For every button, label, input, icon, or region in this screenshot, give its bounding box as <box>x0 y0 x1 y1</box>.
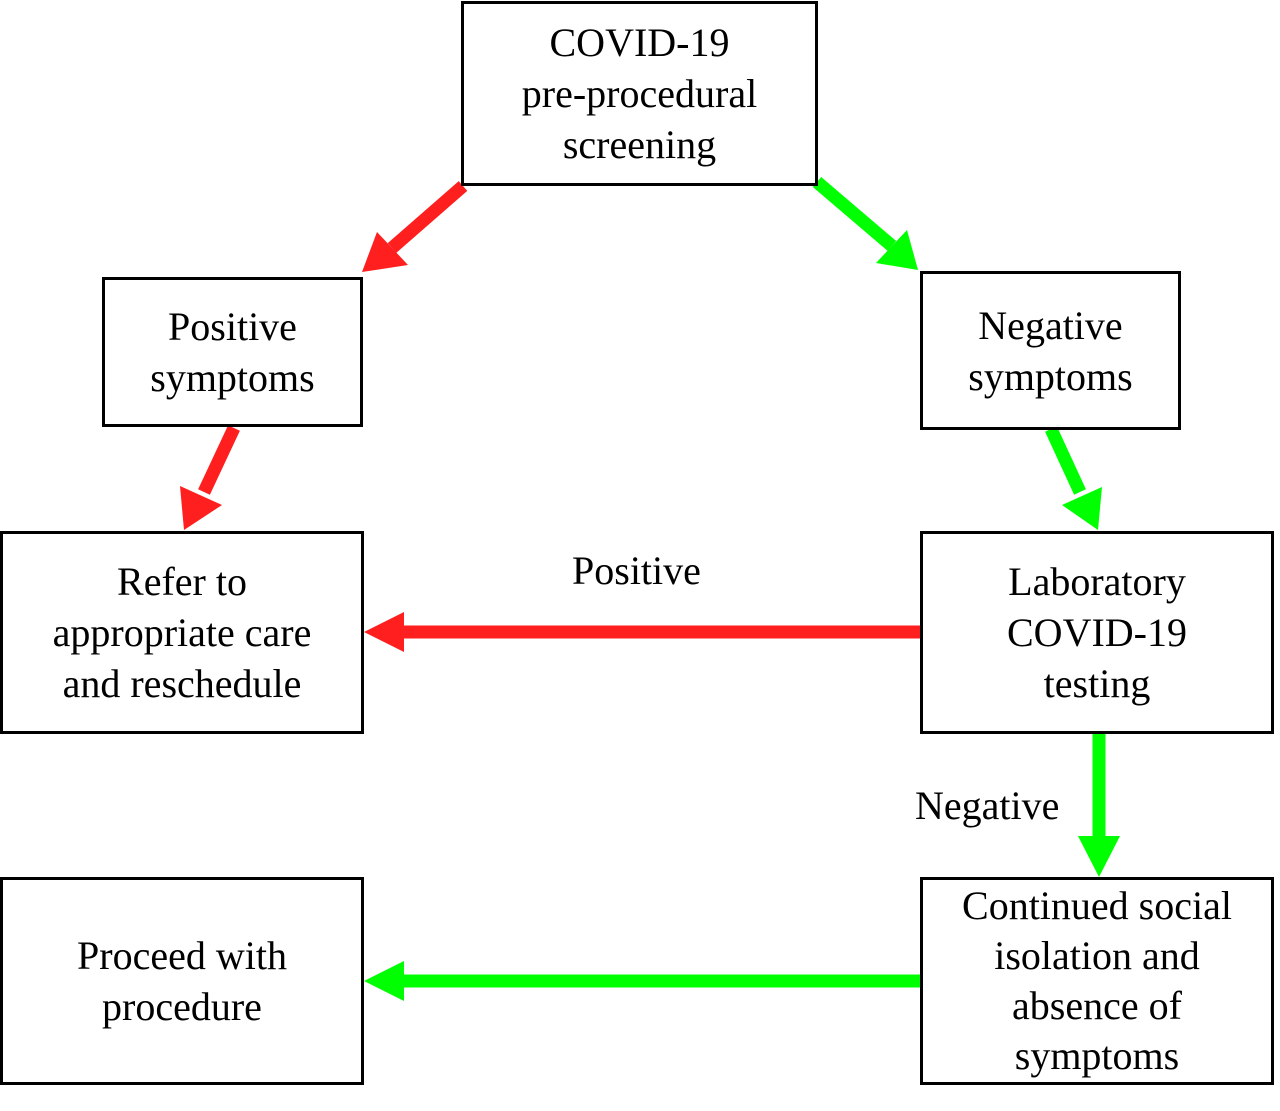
arrow-isolation-to-proceed <box>364 961 921 1001</box>
edge-label-negative: Negative <box>915 783 1060 828</box>
node-positive-symptoms-label: Positive symptoms <box>150 304 315 400</box>
node-lab-testing: Laboratory COVID-19 testing <box>920 531 1274 734</box>
node-lab-testing-label: Laboratory COVID-19 testing <box>1007 559 1187 706</box>
arrow-lab-to-isolation <box>1078 734 1120 877</box>
node-refer-label: Refer to appropriate care and reschedule <box>52 559 312 706</box>
edge-label-positive: Positive <box>572 548 701 593</box>
node-refer: Refer to appropriate care and reschedule <box>0 531 364 734</box>
node-positive-symptoms: Positive symptoms <box>102 277 363 427</box>
arrow-negative-to-lab <box>1045 426 1102 530</box>
node-proceed: Proceed with procedure <box>0 877 364 1085</box>
node-negative-symptoms: Negative symptoms <box>920 271 1181 430</box>
node-negative-symptoms-label: Negative symptoms <box>968 302 1133 399</box>
node-continued-isolation: Continued social isolation and absence o… <box>920 877 1274 1085</box>
arrow-screening-to-negative <box>812 177 918 270</box>
arrow-lab-to-refer <box>364 612 921 652</box>
node-proceed-label: Proceed with procedure <box>77 933 287 1029</box>
node-screening-label: COVID-19 pre-procedural screening <box>521 20 758 167</box>
arrow-positive-to-refer <box>180 425 240 530</box>
node-continued-isolation-label: Continued social isolation and absence o… <box>962 883 1232 1078</box>
node-screening: COVID-19 pre-procedural screening <box>461 1 818 186</box>
arrow-screening-to-positive <box>362 181 468 272</box>
